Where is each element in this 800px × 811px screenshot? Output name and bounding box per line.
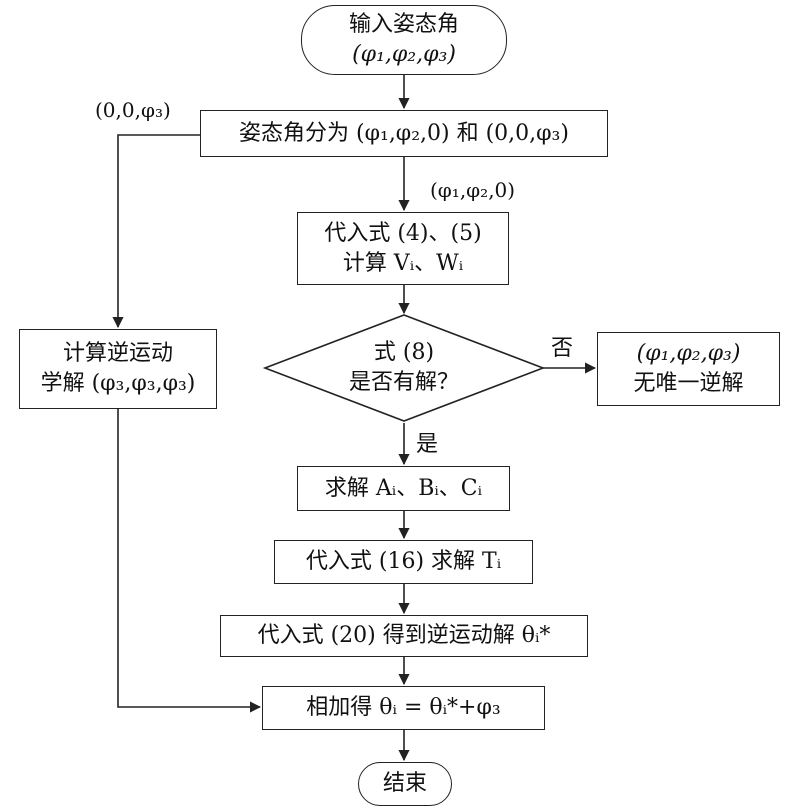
solve-t-text: 代入式 (16) 求解 Tᵢ [305,549,502,575]
solve-theta-text: 代入式 (20) 得到逆运动解 θᵢ* [257,623,551,649]
decision-line-1: 式 (8) [373,340,435,366]
start-line-2: (φ₁,φ₂,φ₃) [352,42,456,67]
no-label: 否 [551,336,574,361]
subst-line-2: 计算 Vᵢ、Wᵢ [342,250,464,276]
no-unique-line-2: 无唯一逆解 [633,371,744,396]
solve-abc-process: 求解 Aᵢ、Bᵢ、Cᵢ [297,466,510,511]
no-unique-solution-box: (φ₁,φ₂,φ₃) 无唯一逆解 [597,332,780,406]
arrow-left-to-sum [117,409,262,713]
left-calc-line-2: 学解 (φ₃,φ₃,φ₃) [40,371,196,396]
start-line-1: 输入姿态角 [348,12,459,38]
split-process: 姿态角分为 (φ₁,φ₂,0) 和 (0,0,φ₃) [200,110,608,157]
sum-process: 相加得 θᵢ = θᵢ*+φ₃ [262,686,545,730]
no-unique-line-1: (φ₁,φ₂,φ₃) [636,341,741,367]
end-terminal: 结束 [358,762,452,806]
sum-text: 相加得 θᵢ = θᵢ*+φ₃ [306,695,501,721]
decision-diamond [262,314,546,422]
solve-abc-text: 求解 Aᵢ、Bᵢ、Cᵢ [324,475,483,501]
solve-t-process: 代入式 (16) 求解 Tᵢ [274,540,533,584]
left-inverse-kinematics-box: 计算逆运动 学解 (φ₃,φ₃,φ₃) [19,329,217,409]
decision-text: 式 (8) 是否有解？ [265,315,543,421]
end-text: 结束 [382,771,427,797]
start-terminal: 输入姿态角 (φ₁,φ₂,φ₃) [301,5,507,75]
right-branch-label: (φ₁,φ₂,0) [430,178,516,202]
arrow-split-to-left [112,134,200,329]
substitute-4-5-process: 代入式 (4)、(5) 计算 Vᵢ、Wᵢ [297,212,509,285]
solve-theta-process: 代入式 (20) 得到逆运动解 θᵢ* [220,615,588,657]
yes-label: 是 [416,432,439,457]
left-branch-label: (0,0,φ₃) [95,98,171,122]
left-calc-line-1: 计算逆运动 [62,341,173,367]
split-text: 姿态角分为 (φ₁,φ₂,0) 和 (0,0,φ₃) [239,120,569,146]
subst-line-1: 代入式 (4)、(5) [324,220,482,246]
decision-line-2: 是否有解？ [348,370,459,395]
